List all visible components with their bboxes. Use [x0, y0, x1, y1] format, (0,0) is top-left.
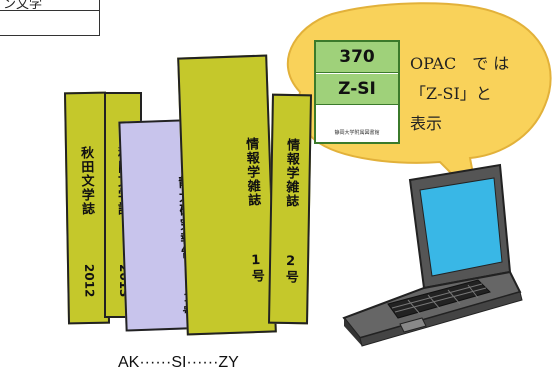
label-band-middle [316, 74, 398, 105]
label-owner: 静岡大学附属図書館 [334, 130, 380, 136]
table-fragment: ン文学 [0, 0, 100, 36]
label-band-top [316, 42, 398, 73]
call-number-label: 370 Z-SI 静岡大学附属図書館 [314, 40, 400, 144]
author-code: Z-SI [338, 79, 376, 99]
shelf-order: AK······SI······ZY [118, 354, 239, 371]
bubble-line-3: 表示 [410, 114, 443, 133]
bubble-line-1: OPAC で は [410, 54, 510, 73]
table-divider [0, 10, 99, 11]
table-cell-text: ン文学 [3, 0, 43, 12]
bubble-line-2: 「Z-SI」と [410, 84, 492, 103]
class-number: 370 [339, 47, 375, 67]
